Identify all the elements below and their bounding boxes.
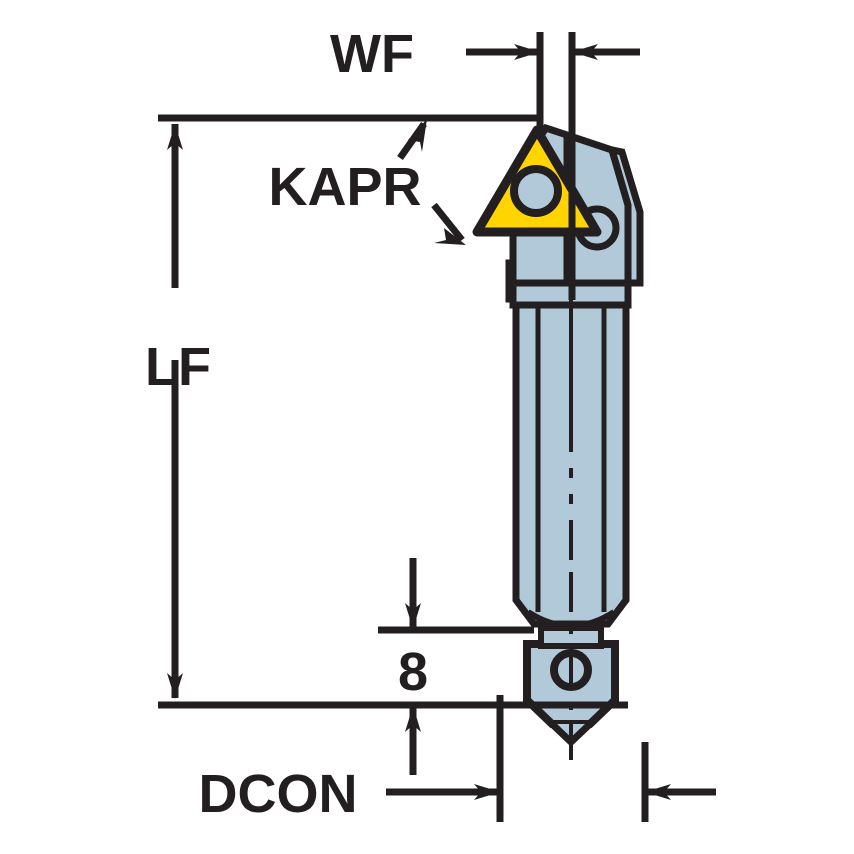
tool-shank — [512, 301, 630, 628]
left-step-notch — [505, 259, 516, 303]
tool-body-group — [472, 60, 644, 760]
dimension-dcon: DCON — [199, 695, 716, 824]
shank-end-plate — [538, 625, 604, 649]
kapr-arrowhead-lower — [434, 228, 466, 245]
kapr-label: KAPR — [268, 157, 421, 217]
kapr-arrowhead-upper — [408, 119, 427, 152]
dimension-eight: 8 — [365, 558, 534, 775]
kapr-leader-lower — [431, 202, 465, 243]
insert-center-hole — [510, 165, 562, 217]
dimension-wf: WF — [330, 24, 640, 300]
lf-label: LF — [145, 337, 211, 397]
eight-label: 8 — [398, 642, 428, 702]
wf-label: WF — [330, 24, 414, 84]
tool-head-right-face — [607, 145, 644, 287]
dimension-kapr: KAPR — [268, 119, 466, 245]
dcon-label: DCON — [199, 764, 358, 824]
